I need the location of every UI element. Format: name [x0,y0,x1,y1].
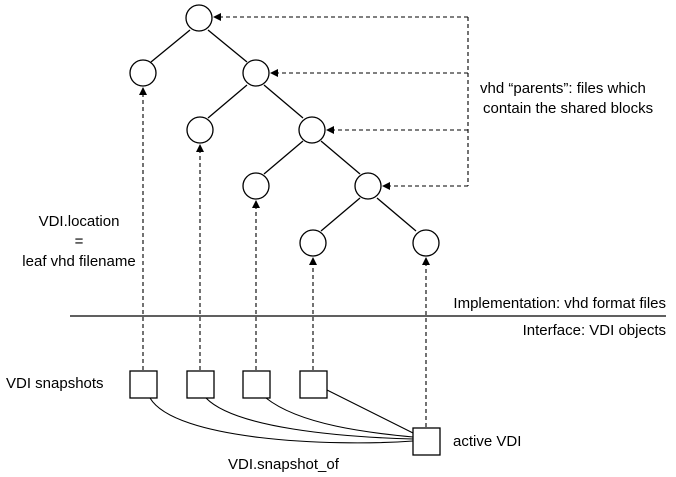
tree-edge [320,140,361,175]
tree-edge [150,29,191,63]
vdi-snapshot-box [129,370,158,399]
vdi-location-line1: VDI.location [38,213,120,230]
location-arrows [139,87,430,427]
active-vdi-box [412,427,441,456]
tree-edges [150,29,417,232]
vdi-boxes [129,370,441,456]
vdi-location-line2: = [74,233,84,250]
tree-edge [263,140,304,175]
implementation-label: Implementation: vhd format files [453,295,666,312]
interface-label: Interface: VDI objects [522,322,666,339]
tree-edge [207,84,248,119]
vhd-parents-line1: vhd “parents”: files which [480,80,646,97]
vhd-parents-line2: contain the shared blocks [483,100,654,117]
vhd-node [298,116,326,144]
vhd-node [242,172,270,200]
vdi-snapshot-box [299,370,328,399]
snapshot-of-label: VDI.snapshot_of [228,456,339,473]
snapshot-of-link [265,397,414,438]
vhd-node [299,229,327,257]
vhd-node [412,229,440,257]
tree-nodes [129,4,440,257]
snapshot-of-curves [149,389,414,444]
vhd-node [185,4,213,32]
active-vdi-label: active VDI [453,433,522,450]
vhd-node [186,116,214,144]
tree-edge [320,197,361,232]
vhd-node [354,172,382,200]
snapshot-of-link [149,397,414,444]
snapshot-of-link [205,397,414,440]
vdi-snapshots-label: VDI snapshots [6,375,104,392]
parents-bracket [213,13,469,190]
vdi-location-line3: leaf vhd filename [22,253,136,270]
vhd-parents-label: vhd “parents”: files which contain the s… [480,79,653,119]
vdi-snapshot-box [186,370,215,399]
tree-edge [376,197,417,232]
vhd-node [242,59,270,87]
snapshot-of-link [326,389,414,434]
tree-edge [207,29,248,63]
vhd-node [129,59,157,87]
vdi-snapshot-box [242,370,271,399]
tree-edge [263,84,304,119]
vdi-location-label: VDI.location = leaf vhd filename [14,212,144,272]
